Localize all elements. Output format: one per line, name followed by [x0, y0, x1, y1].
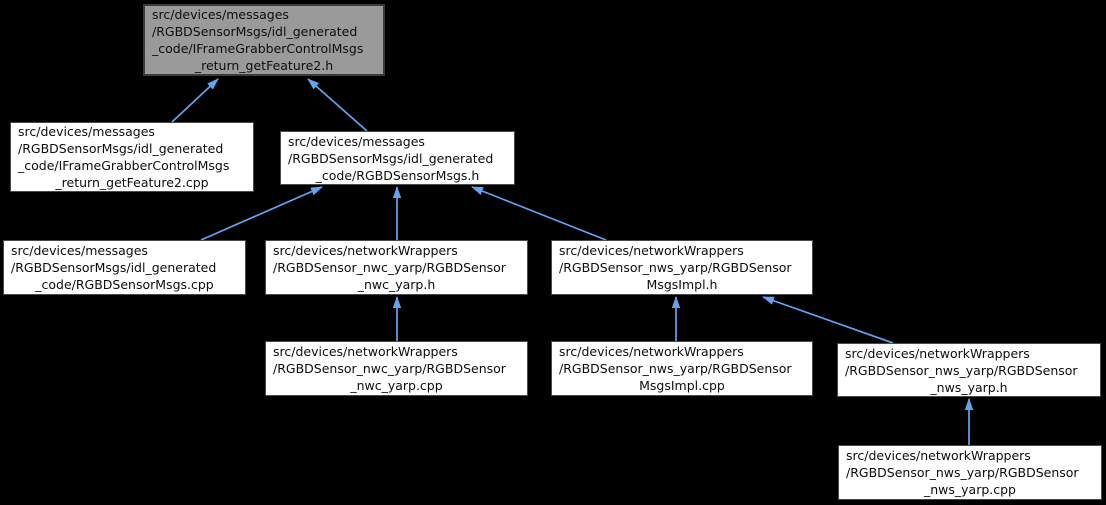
node-label-line: _code/RGBDSensorMsgs.cpp — [35, 277, 214, 292]
node-label-line: src/devices/messages — [152, 7, 289, 22]
edge-msgsimpl-h-to-rgbdsensormsgs-h — [471, 186, 607, 241]
node-label-line: _nws_yarp.cpp — [923, 482, 1016, 497]
node-label-line: _code/RGBDSensorMsgs.h — [315, 167, 480, 183]
edge-nws-yarp-h-to-msgsimpl-h — [762, 296, 894, 344]
node-label-line: MsgsImpl.h — [646, 277, 718, 292]
node-iframegrabbercontrolmsgs-return-getfeature2-h: src/devices/messages /RGBDSensorMsgs/idl… — [143, 4, 385, 76]
node-label-line: src/devices/networkWrappers — [846, 448, 1031, 463]
edge-getfeature2-cpp-to-getfeature2-h — [171, 78, 219, 123]
node-rgbdsensor-nwc-yarp-cpp[interactable]: src/devices/networkWrappers /RGBDSensor_… — [265, 341, 528, 396]
node-label-line: src/devices/networkWrappers — [273, 344, 458, 359]
node-label-line: _return_getFeature2.cpp — [55, 175, 209, 190]
node-rgbdsensormsgs-cpp[interactable]: src/devices/messages /RGBDSensorMsgs/idl… — [3, 240, 246, 295]
node-label-line: _code/IFrameGrabberControlMsgs — [152, 41, 364, 56]
edge-rgbdsensormsgs-h-to-getfeature2-h — [307, 78, 368, 132]
node-label-line: src/devices/messages — [288, 133, 425, 149]
node-rgbdsensormsgs-h[interactable]: src/devices/messages /RGBDSensorMsgs/idl… — [280, 131, 515, 185]
node-label-line: /RGBDSensorMsgs/idl_generated — [152, 24, 358, 39]
edge-rgbdsensormsgs-cpp-to-rgbdsensormsgs-h — [200, 186, 323, 241]
node-label-line: src/devices/networkWrappers — [273, 243, 458, 258]
node-label-line: src/devices/networkWrappers — [559, 344, 744, 359]
node-label-line: MsgsImpl.cpp — [639, 378, 725, 393]
node-label-line: /RGBDSensorMsgs/idl_generated — [288, 150, 494, 166]
node-label-line: _return_getFeature2.h — [194, 58, 334, 73]
node-label-line: src/devices/networkWrappers — [559, 243, 744, 258]
node-rgbdsensormsgsimpl-cpp[interactable]: src/devices/networkWrappers /RGBDSensor_… — [551, 341, 813, 396]
node-label-line: src/devices/messages — [11, 243, 148, 258]
node-label-line: src/devices/networkWrappers — [845, 345, 1030, 361]
node-label-line: _nwc_yarp.h — [357, 277, 436, 292]
node-label-line: src/devices/messages — [18, 124, 155, 139]
node-label-line: /RGBDSensor_nws_yarp/RGBDSensor — [559, 361, 792, 376]
node-label-line: /RGBDSensorMsgs/idl_generated — [11, 260, 217, 275]
node-label-line: _nwc_yarp.cpp — [350, 378, 443, 393]
node-label-line: /RGBDSensor_nws_yarp/RGBDSensor — [846, 465, 1079, 480]
node-rgbdsensor-nwc-yarp-h[interactable]: src/devices/networkWrappers /RGBDSensor_… — [265, 240, 528, 295]
node-label-line: /RGBDSensor_nws_yarp/RGBDSensor — [559, 260, 792, 275]
node-rgbdsensor-nws-yarp-h[interactable]: src/devices/networkWrappers /RGBDSensor_… — [837, 343, 1101, 397]
node-label-line: _nws_yarp.h — [930, 379, 1008, 395]
node-label-line: /RGBDSensor_nws_yarp/RGBDSensor — [845, 362, 1078, 378]
node-label-line: /RGBDSensor_nwc_yarp/RGBDSensor — [273, 361, 506, 376]
node-label-line: _code/IFrameGrabberControlMsgs — [18, 158, 230, 173]
node-rgbdsensormsgsimpl-h[interactable]: src/devices/networkWrappers /RGBDSensor_… — [551, 240, 813, 295]
node-label-line: /RGBDSensorMsgs/idl_generated — [18, 141, 224, 156]
node-iframegrabbercontrolmsgs-return-getfeature2-cpp[interactable]: src/devices/messages /RGBDSensorMsgs/idl… — [10, 122, 254, 192]
node-label-line: /RGBDSensor_nwc_yarp/RGBDSensor — [273, 260, 506, 275]
node-rgbdsensor-nws-yarp-cpp[interactable]: src/devices/networkWrappers /RGBDSensor_… — [838, 445, 1102, 500]
